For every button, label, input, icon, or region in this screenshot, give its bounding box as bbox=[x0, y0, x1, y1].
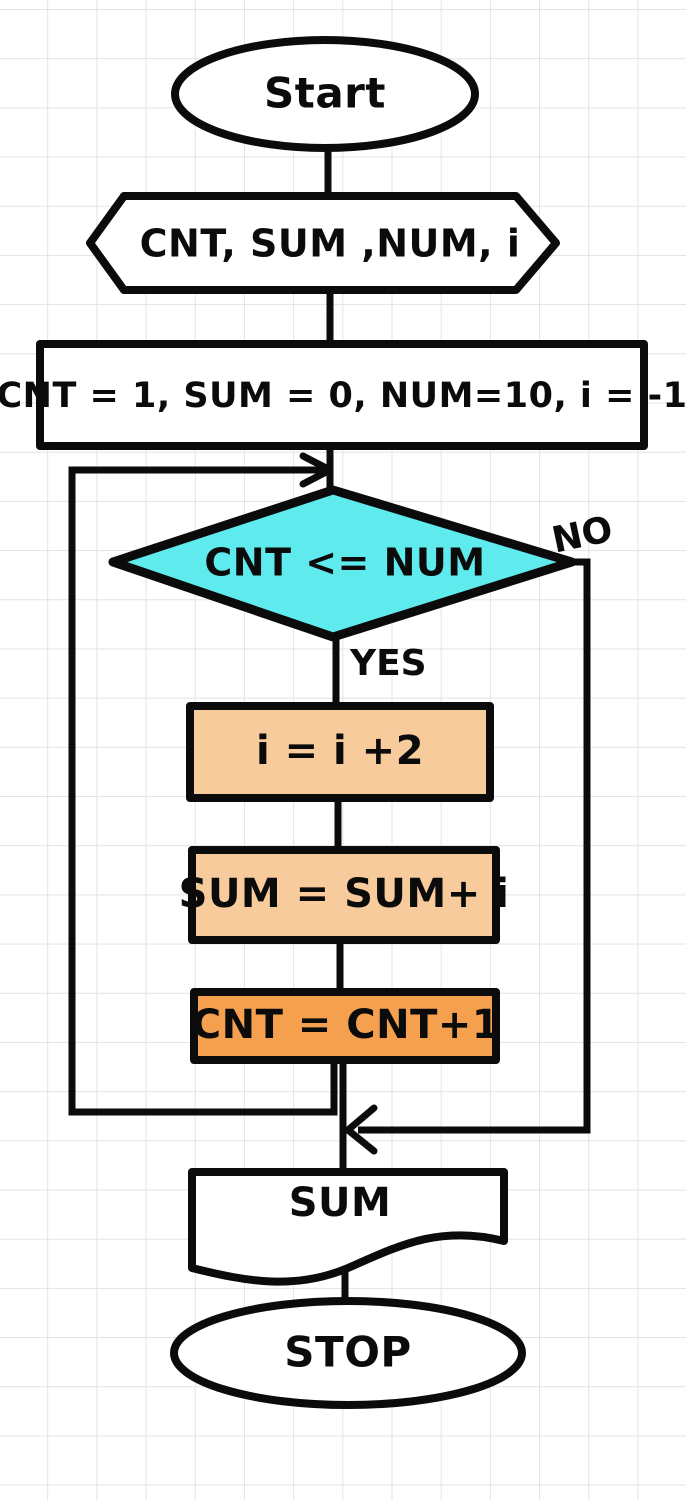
node-incr-cnt[interactable]: CNT = CNT+1 bbox=[190, 988, 500, 1064]
node-output[interactable]: SUM bbox=[188, 1168, 508, 1286]
output-label: SUM bbox=[289, 1180, 392, 1226]
incr-i-rect-shape bbox=[186, 702, 494, 802]
node-init[interactable]: CNT = 1, SUM = 0, NUM=10, i = -1 bbox=[0, 340, 686, 450]
incr-cnt-rect-shape bbox=[190, 988, 500, 1064]
declare-hexagon-shape bbox=[86, 192, 560, 294]
node-start[interactable]: Start bbox=[171, 36, 479, 152]
arrowhead-no-branch bbox=[344, 1104, 378, 1155]
incr-i-label: i = i +2 bbox=[256, 728, 424, 774]
stop-ellipse-shape bbox=[170, 1297, 526, 1409]
start-ellipse-shape bbox=[171, 36, 479, 152]
condition-diamond-shape bbox=[108, 485, 577, 642]
start-label: Start bbox=[264, 69, 386, 118]
node-condition[interactable]: CNT <= NUM bbox=[108, 485, 577, 642]
edge-no-branch bbox=[358, 558, 591, 1134]
init-label: CNT = 1, SUM = 0, NUM=10, i = -1 bbox=[0, 376, 686, 416]
node-incr-i[interactable]: i = i +2 bbox=[186, 702, 494, 802]
incr-cnt-label: CNT = CNT+1 bbox=[192, 1002, 500, 1048]
init-rect-shape bbox=[36, 340, 648, 450]
output-document-shape bbox=[188, 1168, 508, 1286]
edge-loopback-to-decision bbox=[68, 466, 338, 1116]
accumulate-label: SUM = SUM+ i bbox=[179, 871, 510, 917]
accumulate-rect-shape bbox=[188, 846, 500, 944]
stop-label: STOP bbox=[284, 1328, 411, 1377]
node-accumulate[interactable]: SUM = SUM+ i bbox=[179, 846, 510, 944]
arrowhead-loopback bbox=[299, 452, 334, 488]
node-declare[interactable]: CNT, SUM ,NUM, i bbox=[86, 192, 560, 294]
condition-label: CNT <= NUM bbox=[204, 541, 485, 585]
node-stop[interactable]: STOP bbox=[170, 1297, 526, 1409]
declare-label: CNT, SUM ,NUM, i bbox=[140, 222, 521, 266]
edge-label-no: NO bbox=[548, 509, 616, 562]
edge-label-yes: YES bbox=[349, 643, 427, 684]
